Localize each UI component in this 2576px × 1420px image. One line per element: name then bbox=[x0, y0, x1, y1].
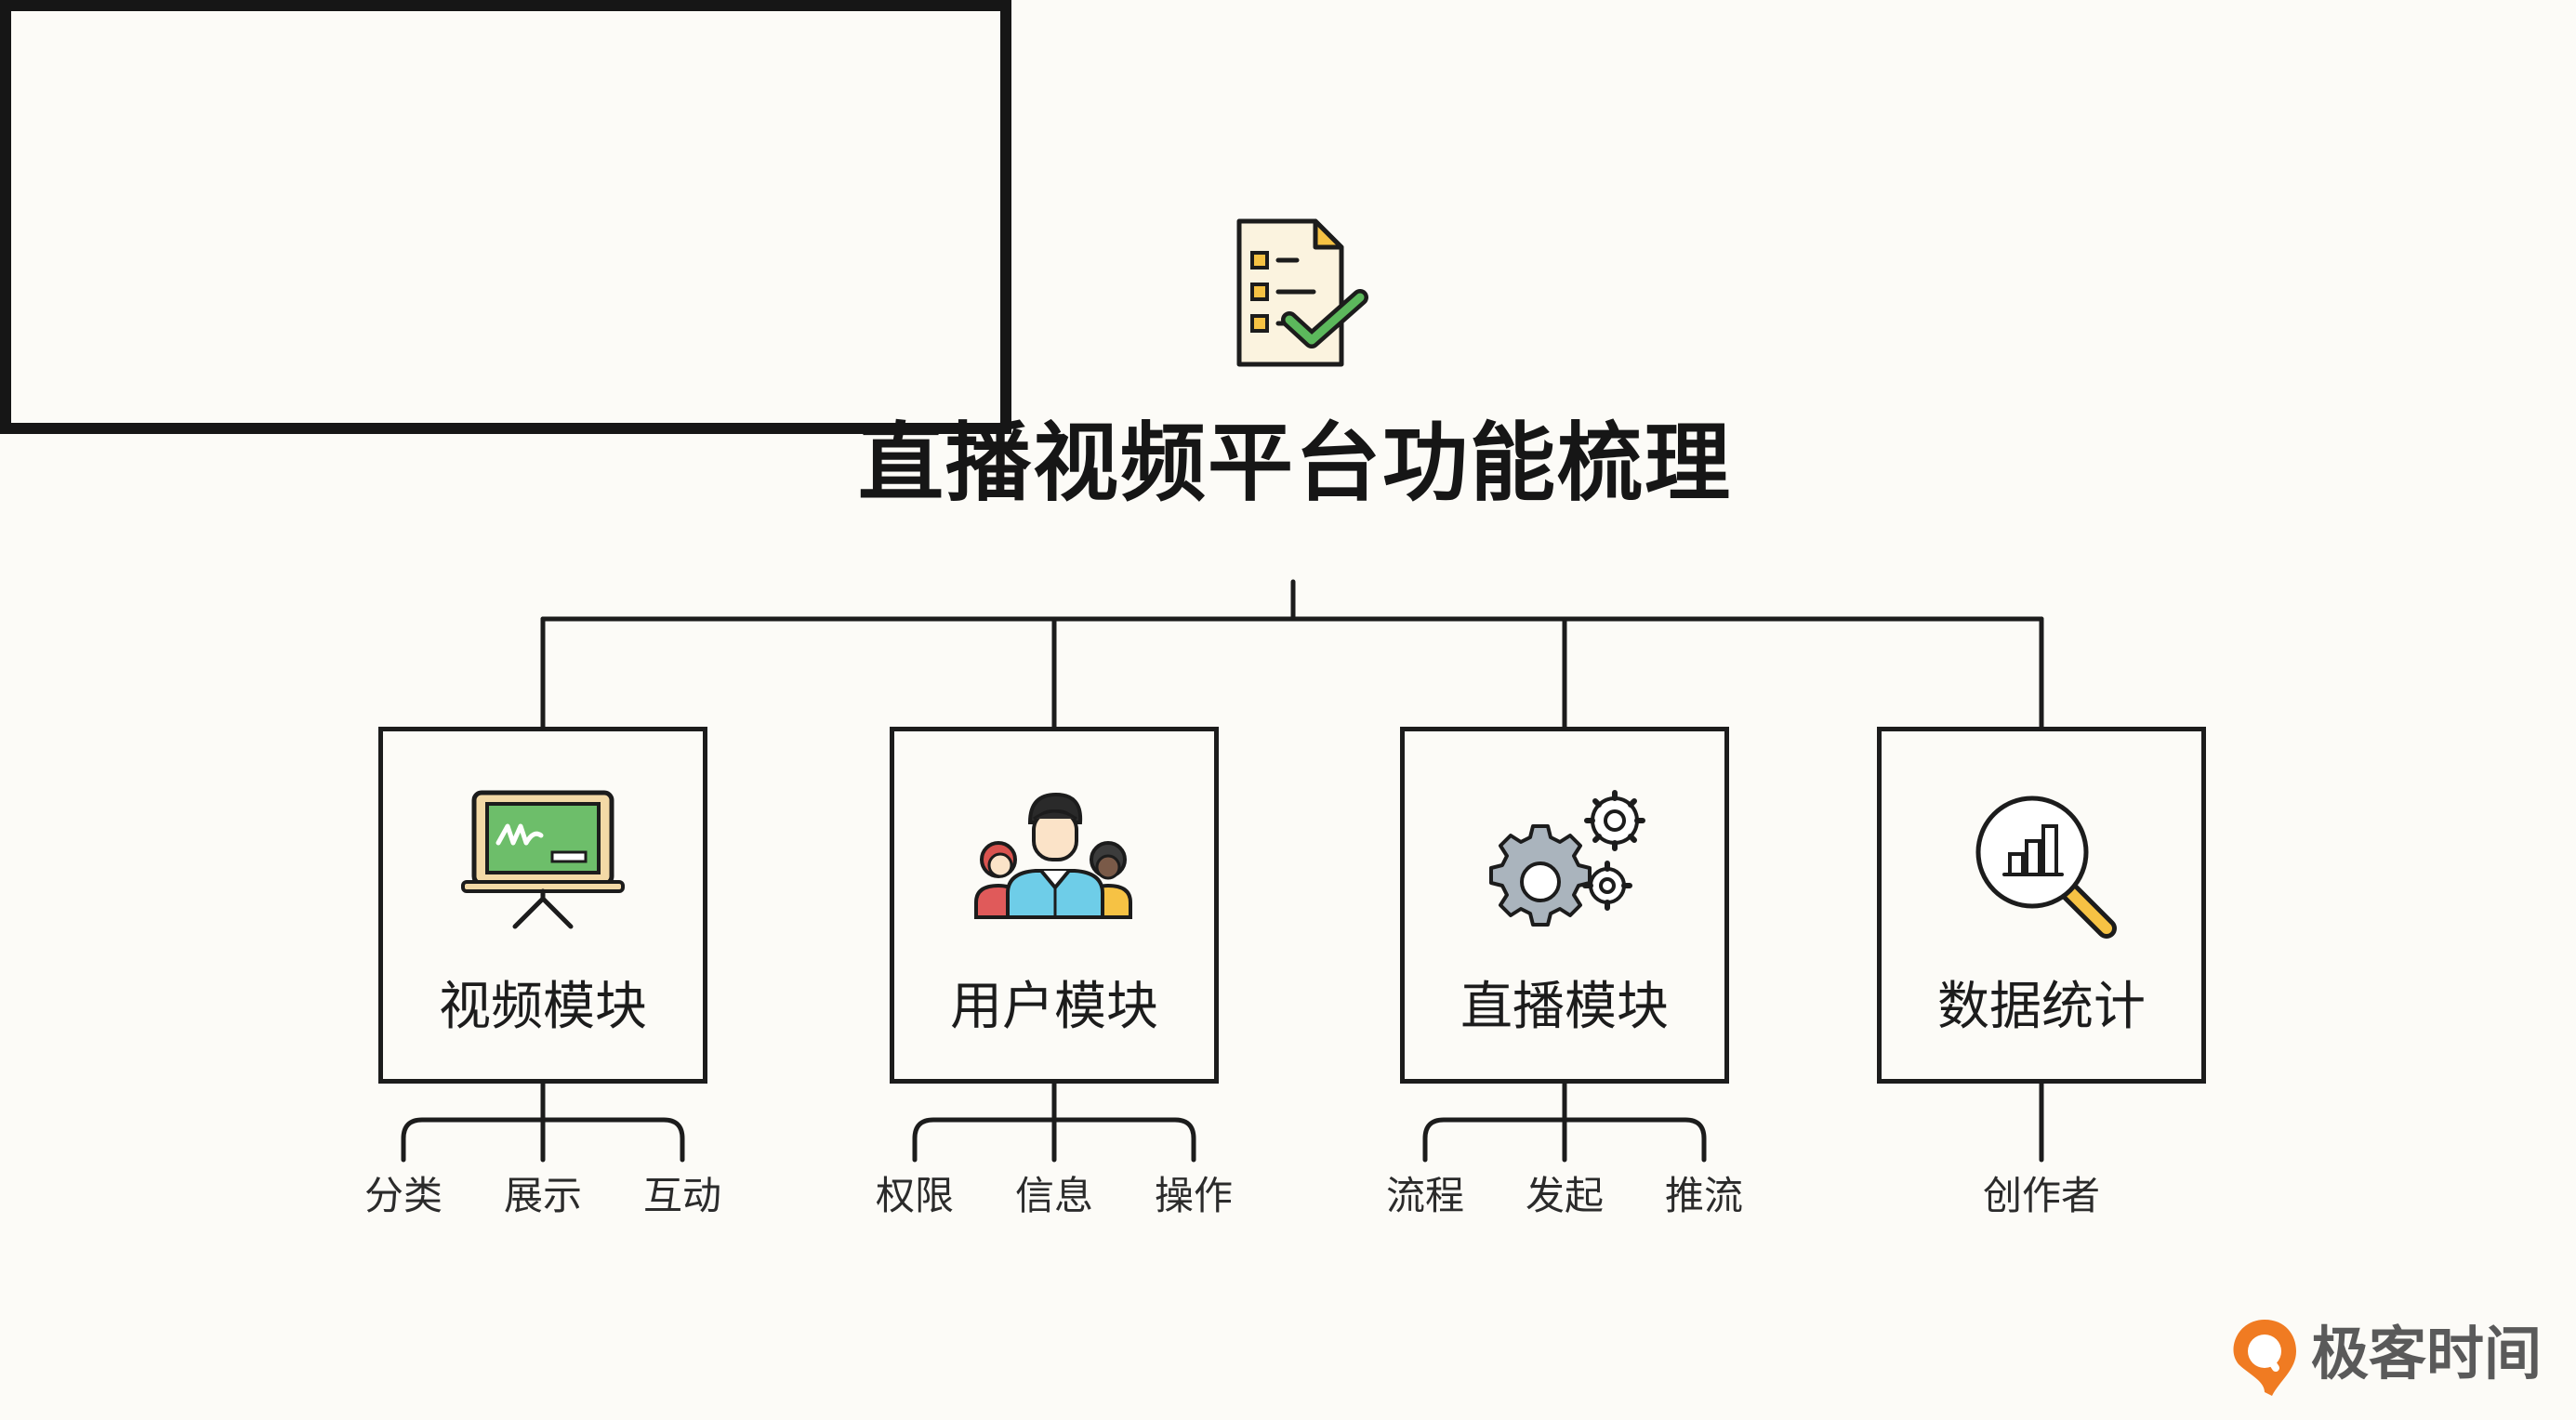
leaf-bracket-user bbox=[912, 1081, 1196, 1163]
user-group-icon bbox=[974, 792, 1132, 919]
gears-icon bbox=[1489, 790, 1645, 927]
leaf-label: 权限 bbox=[875, 1173, 954, 1218]
leaf-bracket-video bbox=[401, 1081, 685, 1163]
leaf-label: 信息 bbox=[1014, 1173, 1093, 1218]
leaf-bracket-live bbox=[1422, 1081, 1707, 1163]
leaf-label: 流程 bbox=[1385, 1173, 1464, 1218]
leaf-label: 互动 bbox=[642, 1173, 721, 1218]
leaf-label: 创作者 bbox=[1982, 1173, 2100, 1218]
leaf-label: 操作 bbox=[1154, 1173, 1233, 1218]
presentation-board-icon bbox=[461, 790, 625, 929]
module-node-live bbox=[1400, 727, 1729, 1084]
leaf-label: 发起 bbox=[1525, 1173, 1604, 1218]
checklist-document-icon bbox=[1236, 218, 1368, 367]
root-title: 直播视频平台功能梳理 bbox=[857, 414, 1732, 513]
leaf-label: 展示 bbox=[503, 1173, 582, 1218]
brand-name: 极客时间 bbox=[2311, 1320, 2543, 1387]
module-label-live: 直播模块 bbox=[1460, 977, 1669, 1037]
module-node-video bbox=[378, 727, 707, 1084]
root-node bbox=[0, 0, 1011, 434]
module-label-stats: 数据统计 bbox=[1937, 977, 2146, 1037]
leaf-label: 分类 bbox=[363, 1173, 443, 1218]
chart-magnifier-icon bbox=[1975, 795, 2117, 939]
module-label-video: 视频模块 bbox=[439, 977, 647, 1037]
module-label-user: 用户模块 bbox=[950, 977, 1158, 1037]
geektime-logo-icon bbox=[2233, 1320, 2296, 1396]
leaf-label: 推流 bbox=[1664, 1173, 1743, 1218]
